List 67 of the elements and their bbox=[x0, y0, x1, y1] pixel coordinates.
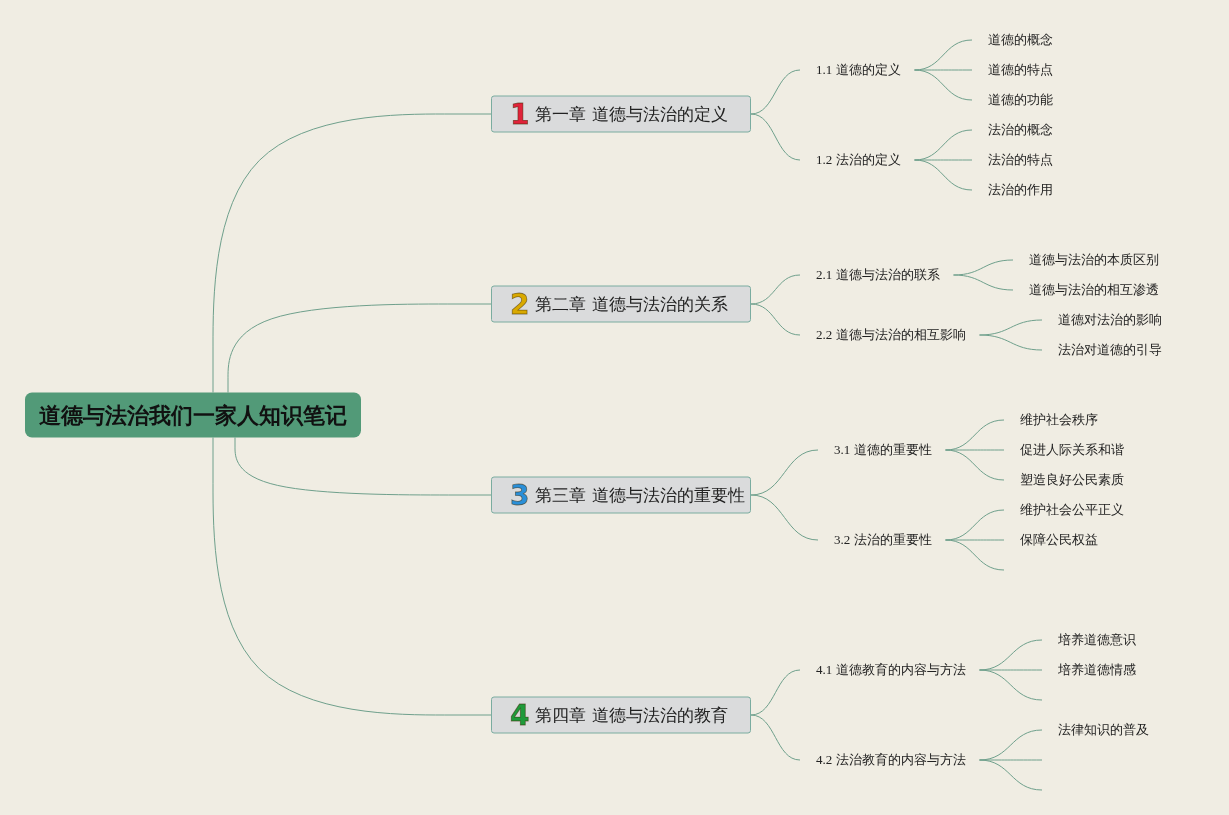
chapter-topic bbox=[491, 696, 751, 734]
connector-line bbox=[212, 437, 492, 716]
leaf-topic: 法律知识的普及 bbox=[1042, 719, 1155, 741]
leaf-topic: 道德与法治的相互渗透 bbox=[1013, 279, 1165, 301]
chapter-number: 4 bbox=[510, 701, 530, 729]
connector-line bbox=[945, 539, 1005, 571]
connector-line bbox=[750, 669, 801, 716]
leaf-topic: 道德与法治的本质区别 bbox=[1013, 249, 1165, 271]
chapter-topic bbox=[491, 476, 751, 514]
connector-line bbox=[979, 759, 1043, 791]
leaf-topic: 培养道德意识 bbox=[1042, 629, 1142, 651]
topic-text: 第三章 道德与法治的重要性 bbox=[535, 483, 745, 507]
connector-line bbox=[750, 494, 819, 541]
connector-line bbox=[750, 274, 801, 305]
chapter-topic bbox=[491, 285, 751, 323]
topic-text: 第四章 道德与法治的教育 bbox=[535, 703, 728, 727]
connector-line bbox=[750, 714, 801, 761]
leaf-topic: 道德对法治的影响 bbox=[1042, 309, 1168, 331]
subtopic: 4.1 道德教育的内容与方法 bbox=[800, 659, 980, 681]
connector-line bbox=[979, 669, 1043, 701]
leaf-topic: 维护社会公平正义 bbox=[1004, 499, 1130, 521]
subtopic: 4.2 法治教育的内容与方法 bbox=[800, 749, 980, 771]
connector-line bbox=[953, 274, 1014, 291]
leaf-topic: 塑造良好公民素质 bbox=[1004, 469, 1130, 491]
chapter-number: 2 bbox=[510, 290, 530, 318]
connector-line bbox=[953, 259, 1014, 276]
leaf-topic: 道德的功能 bbox=[972, 89, 1059, 111]
leaf-topic: 法治的作用 bbox=[972, 179, 1059, 201]
chapter-number: 1 bbox=[510, 100, 530, 128]
leaf-topic: 促进人际关系和谐 bbox=[1004, 439, 1130, 461]
leaf-topic: 保障公民权益 bbox=[1004, 529, 1104, 551]
connector-line bbox=[945, 449, 1005, 451]
subtopic: 2.1 道德与法治的联系 bbox=[800, 264, 954, 286]
leaf-topic: 法治的特点 bbox=[972, 149, 1059, 171]
subtopic: 3.1 道德的重要性 bbox=[818, 439, 946, 461]
connector-line bbox=[945, 449, 1005, 481]
connector-line bbox=[914, 69, 973, 71]
leaf-topic: 维护社会秩序 bbox=[1004, 409, 1104, 431]
connector-line bbox=[750, 113, 801, 161]
leaf-topic: 道德的特点 bbox=[972, 59, 1059, 81]
subtopic: 2.2 道德与法治的相互影响 bbox=[800, 324, 980, 346]
leaf-topic: 法治对道德的引导 bbox=[1042, 339, 1168, 361]
connector-line bbox=[979, 319, 1043, 336]
topic-text: 第二章 道德与法治的关系 bbox=[535, 292, 728, 316]
connector-line bbox=[750, 69, 801, 115]
connector-line bbox=[914, 69, 973, 101]
leaf-topic: 法治的概念 bbox=[972, 119, 1059, 141]
connector-line bbox=[979, 669, 1043, 671]
chapter-topic bbox=[491, 95, 751, 133]
connector-line bbox=[750, 449, 819, 496]
connector-line bbox=[227, 303, 492, 393]
connector-line bbox=[750, 303, 801, 336]
connector-line bbox=[914, 159, 973, 191]
connector-line bbox=[234, 437, 492, 496]
root-topic: 道德与法治我们一家人知识笔记 bbox=[25, 392, 361, 438]
chapter-number: 3 bbox=[510, 481, 530, 509]
connector-line bbox=[979, 759, 1043, 761]
connector-line bbox=[212, 113, 492, 393]
leaf-topic: 道德的概念 bbox=[972, 29, 1059, 51]
subtopic: 1.1 道德的定义 bbox=[800, 59, 915, 81]
connector-line bbox=[979, 334, 1043, 351]
subtopic: 3.2 法治的重要性 bbox=[818, 529, 946, 551]
subtopic: 1.2 法治的定义 bbox=[800, 149, 915, 171]
topic-text: 第一章 道德与法治的定义 bbox=[535, 102, 728, 126]
connector-line bbox=[945, 539, 1005, 541]
connector-line bbox=[914, 159, 973, 161]
leaf-topic: 培养道德情感 bbox=[1042, 659, 1142, 681]
